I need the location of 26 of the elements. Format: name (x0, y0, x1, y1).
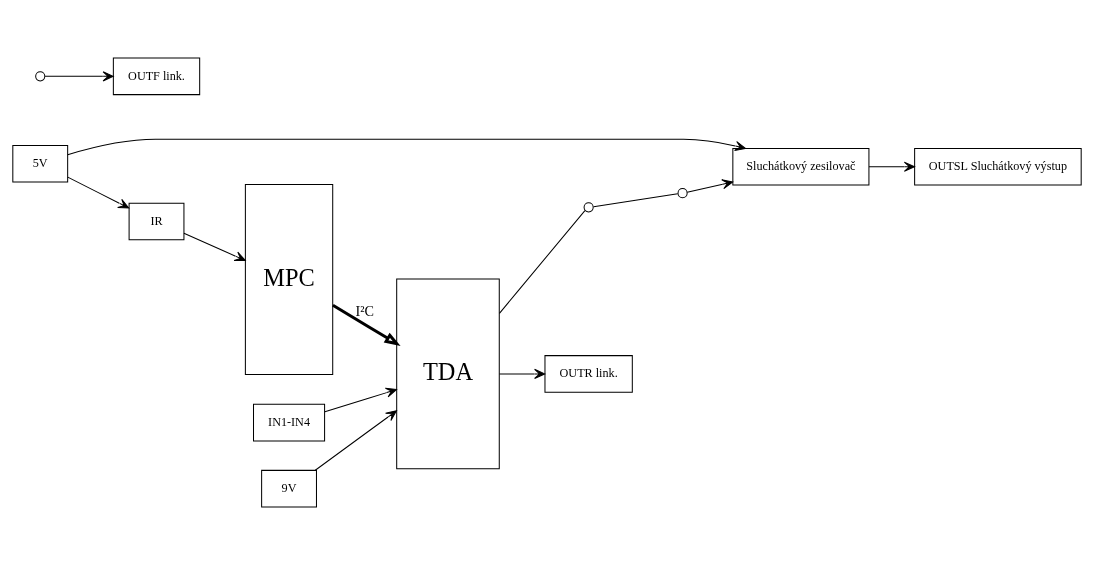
node-circle (677, 188, 688, 199)
connector (498, 210, 586, 314)
node-box: 9V (261, 469, 317, 508)
arrow (498, 368, 546, 379)
arrow (324, 387, 397, 413)
arrow (686, 179, 734, 193)
node-box: OUTF link. (112, 57, 201, 96)
connector (593, 193, 679, 208)
node-circle (583, 202, 594, 213)
node-box: MPC (244, 184, 334, 375)
edge-label: I²C (355, 303, 374, 320)
arrow (332, 303, 401, 346)
node-box: OUTR link. (544, 355, 633, 393)
arrow (183, 232, 246, 262)
arrow (868, 161, 915, 172)
node-circle (35, 71, 46, 82)
arrow (44, 71, 114, 82)
node-box: 5V (12, 144, 69, 183)
arrow (67, 176, 130, 209)
node-box: Sluchátkový zesilovač (732, 147, 870, 186)
node-box: IN1-IN4 (253, 403, 326, 442)
arrow (314, 410, 397, 471)
arrow (67, 138, 746, 156)
node-box: OUTSL Sluchátkový výstup (914, 147, 1082, 186)
node-box: TDA (396, 278, 500, 470)
node-box: IR (128, 202, 185, 241)
